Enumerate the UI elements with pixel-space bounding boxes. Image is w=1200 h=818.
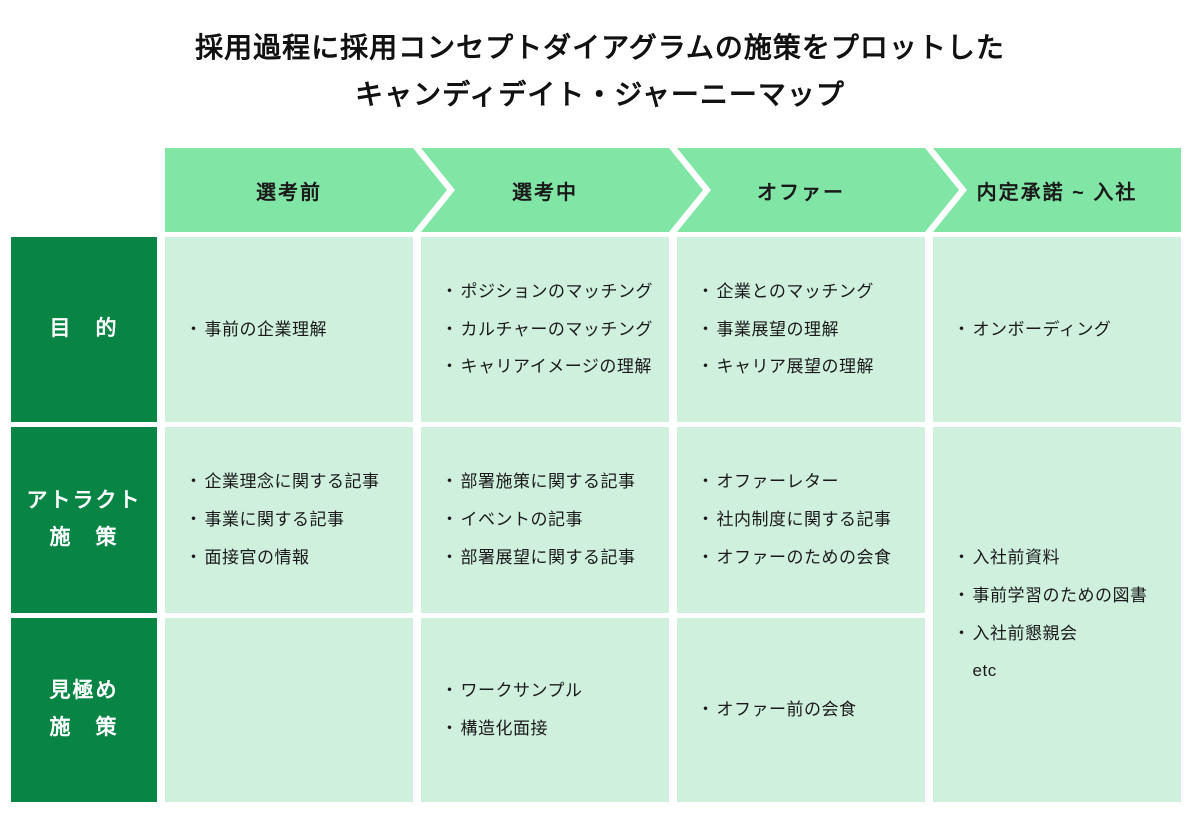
stage-label: 内定承諾 ~ 入社: [976, 181, 1138, 204]
bullet-item: ・オンボーディング: [953, 318, 1173, 342]
row-header-attract-measures: アトラクト 施 策: [11, 427, 157, 613]
bullet-item: ・構造化面接: [441, 717, 661, 741]
bullet-item: ・部署施策に関する記事: [441, 470, 661, 494]
bullet-text: オファーレター: [716, 472, 840, 492]
bullet-glyph: ・: [185, 472, 203, 492]
cell-assess-pre-selection: [165, 618, 413, 802]
row-header-assessment-measures: 見極め 施 策: [11, 618, 157, 802]
bullet-glyph: ・: [441, 281, 459, 301]
bullet-item: ・事業に関する記事: [185, 508, 405, 532]
bullet-item: ・ワークサンプル: [441, 679, 661, 703]
cell-purpose-during-selection: ・ポジションのマッチング・カルチャーのマッチング・キャリアイメージの理解: [421, 237, 669, 422]
bullet-glyph: ・: [697, 547, 715, 567]
bullet-text: 部署展望に関する記事: [460, 547, 636, 567]
bullet-text: カルチャーのマッチング: [460, 319, 653, 339]
cell-assess-offer: ・オファー前の会食: [677, 618, 925, 802]
bullet-item: ・入社前懇親会: [953, 622, 1173, 646]
bullet-glyph: ・: [953, 623, 971, 643]
stage-label: 選考中: [512, 181, 578, 204]
bullet-glyph: ・: [953, 585, 971, 605]
bullet-item: ・イベントの記事: [441, 508, 661, 532]
cell-purpose-offer: ・企業とのマッチング・事業展望の理解・キャリア展望の理解: [677, 237, 925, 422]
bullet-glyph: ・: [697, 510, 715, 530]
bullet-item: ・面接官の情報: [185, 546, 405, 570]
bullet-glyph: ・: [697, 319, 715, 339]
cell-attract-during-selection: ・部署施策に関する記事・イベントの記事・部署展望に関する記事: [421, 427, 669, 613]
bullet-glyph: ・: [441, 472, 459, 492]
bullet-text: 入社前懇親会: [972, 623, 1078, 643]
bullet-item: ・企業とのマッチング: [697, 280, 917, 304]
bullet-glyph: ・: [697, 472, 715, 492]
bullet-glyph: ・: [441, 719, 459, 738]
bullet-item: etc: [953, 659, 1173, 683]
cell-purpose-pre-selection: ・事前の企業理解: [165, 237, 413, 422]
bullet-item: ・キャリア展望の理解: [697, 355, 917, 379]
bullet-glyph: ・: [441, 547, 459, 567]
bullet-item: ・事前学習のための図書: [953, 584, 1173, 608]
bullet-glyph: ・: [185, 319, 203, 339]
stage-label: 選考前: [256, 181, 322, 204]
bullet-text: 企業理念に関する記事: [204, 472, 380, 492]
bullet-glyph: ・: [953, 319, 971, 339]
cell-assess-during-selection: ・ワークサンプル・構造化面接: [421, 618, 669, 802]
bullet-item: ・オファー前の会食: [697, 698, 917, 722]
stage-header-during-selection: 選考中: [421, 148, 703, 232]
bullet-item: ・事業展望の理解: [697, 318, 917, 342]
bullet-glyph: ・: [697, 700, 715, 720]
bullet-text: キャリアイメージの理解: [460, 357, 652, 377]
bullet-text: オンボーディング: [972, 319, 1112, 339]
bullet-text: 事前学習のための図書: [972, 585, 1148, 605]
bullet-glyph: ・: [441, 319, 459, 339]
bullet-text: 構造化面接: [460, 719, 549, 738]
bullet-text: 事業に関する記事: [204, 510, 345, 530]
bullet-glyph: ・: [185, 547, 203, 567]
bullet-text: イベントの記事: [460, 510, 584, 530]
bullet-glyph: ・: [441, 681, 459, 701]
cell-purpose-onboarding: ・オンボーディング: [933, 237, 1181, 422]
cell-attract-pre-selection: ・企業理念に関する記事・事業に関する記事・面接官の情報: [165, 427, 413, 613]
bullet-text: ワークサンプル: [460, 681, 583, 701]
bullet-text: 社内制度に関する記事: [716, 510, 892, 530]
stage-label: オファー: [757, 181, 845, 204]
bullet-text: キャリア展望の理解: [716, 357, 875, 377]
stage-header-pre-selection: 選考前: [165, 148, 447, 232]
bullet-text: 部署施策に関する記事: [460, 472, 636, 492]
bullet-item: ・オファーレター: [697, 470, 917, 494]
bullet-item: ・オファーのための会食: [697, 546, 917, 570]
bullet-item: ・部署展望に関する記事: [441, 546, 661, 570]
bullet-item: ・入社前資料: [953, 546, 1173, 570]
page-title: 採用過程に採用コンセプトダイアグラムの施策をプロットした キャンディデイト・ジャ…: [0, 24, 1200, 118]
bullet-text: オファーのための会食: [716, 547, 892, 567]
bullet-item: ・社内制度に関する記事: [697, 508, 917, 532]
bullet-glyph: ・: [697, 281, 715, 301]
bullet-item: ・企業理念に関する記事: [185, 470, 405, 494]
bullet-glyph: ・: [441, 357, 459, 377]
bullet-item: ・ポジションのマッチング: [441, 280, 661, 304]
bullet-text: 面接官の情報: [204, 547, 310, 567]
stage-header-offer: オファー: [677, 148, 959, 232]
bullet-item: ・キャリアイメージの理解: [441, 355, 661, 379]
bullet-text: 事前の企業理解: [204, 319, 328, 339]
bullet-text: オファー前の会食: [716, 700, 857, 720]
bullet-glyph: ・: [697, 357, 715, 377]
bullet-glyph: ・: [953, 547, 971, 567]
bullet-item: ・事前の企業理解: [185, 318, 405, 342]
title-line-2: キャンディデイト・ジャーニーマップ: [355, 79, 845, 110]
bullet-item: ・カルチャーのマッチング: [441, 318, 661, 342]
bullet-text: ポジションのマッチング: [460, 281, 654, 301]
row-header-purpose: 目 的: [11, 237, 157, 422]
cell-attract-offer: ・オファーレター・社内制度に関する記事・オファーのための会食: [677, 427, 925, 613]
title-line-1: 採用過程に採用コンセプトダイアグラムの施策をプロットした: [195, 32, 1005, 63]
bullet-text: 事業展望の理解: [716, 319, 840, 339]
bullet-glyph: ・: [441, 510, 459, 530]
bullet-text: etc: [972, 661, 997, 681]
stage-header-acceptance-to-join: 内定承諾 ~ 入社: [933, 148, 1181, 232]
bullet-text: 企業とのマッチング: [716, 281, 874, 301]
bullet-glyph: ・: [185, 510, 203, 530]
bullet-text: 入社前資料: [972, 547, 1061, 567]
